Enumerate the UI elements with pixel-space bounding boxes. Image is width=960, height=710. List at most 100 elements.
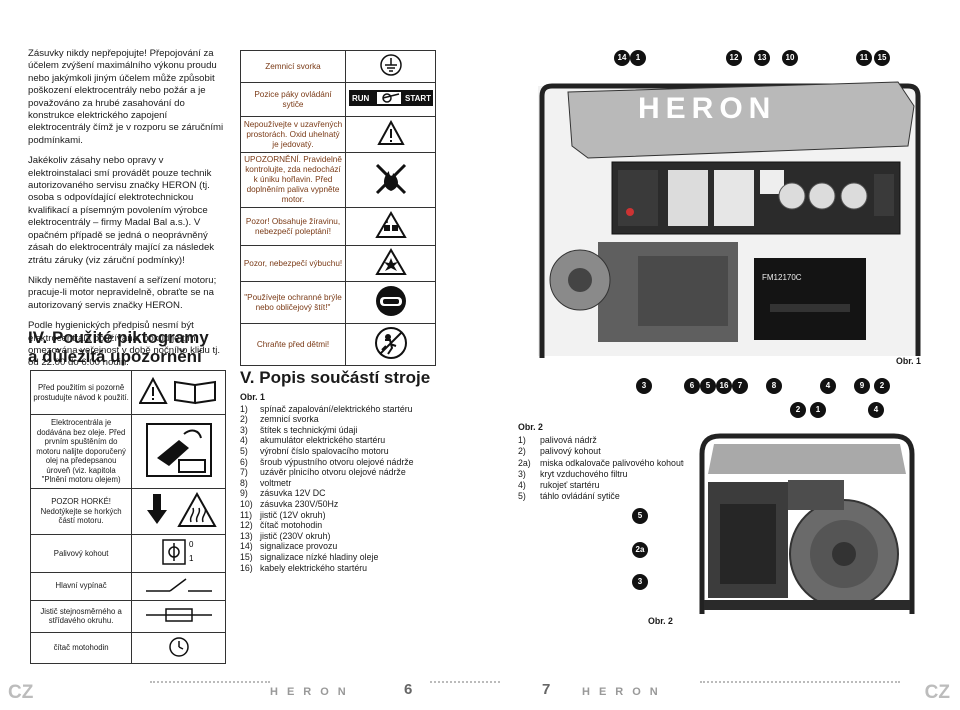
list-item: 12) čítač motohodin [240, 520, 490, 531]
list-item: 10) zásuvka 230V/50Hz [240, 499, 490, 510]
list-item-text: táhlo ovládání sytiče [540, 491, 620, 502]
list-item-text: kabely elektrického startéru [260, 562, 368, 573]
list-item-number: 6) [240, 456, 248, 467]
battery-label: FM12170C [762, 273, 802, 282]
paragraph: Zásuvky nikdy nepřepojujte! Přepojování … [28, 48, 224, 146]
paragraph: Nikdy neměňte nastavení a seřízení motor… [28, 274, 217, 311]
callout-badge: 13 [754, 50, 770, 66]
callout-badge: 4 [868, 402, 884, 418]
list-item: 8)voltmetr [240, 478, 490, 489]
list-item: 4)rukojeť startéru [518, 480, 698, 491]
list-item: 5) táhlo ovládání sytiče [518, 491, 698, 502]
list-item-text: uzávěr plnicího otvoru olejové nádrže [260, 467, 406, 478]
list-item: 6)šroub výpustního otvoru olejové nádrže [240, 457, 490, 468]
callout-badge: 2 [790, 402, 806, 418]
callout-badge: 15 [874, 50, 890, 66]
table-row: Před použitím si pozorně prostudujte náv… [29, 370, 226, 415]
footer-brand-left: HERON [270, 686, 355, 698]
choke-lever-icon: RUN START [345, 82, 436, 117]
table-row: Chraňte před dětmi! [240, 323, 436, 366]
warning-and-book-icon [131, 370, 226, 415]
svg-text:0: 0 [189, 540, 194, 549]
list-item-text: palivová nádrž [540, 435, 597, 446]
section-heading-line-1: IV. Použité piktogramy [28, 328, 209, 347]
list-item-number: 2a) [518, 457, 531, 468]
list-item-text: čítač motohodin [260, 520, 323, 531]
warning-text: Pozor! Obsahuje žíravinu, nebezpečí pole… [240, 207, 346, 246]
list-item: 11)jistič (12V okruh) [240, 510, 490, 521]
list-item-text: výrobní číslo spalovacího motoru [260, 445, 389, 456]
callout-badge: 1 [630, 50, 646, 66]
table-row: "Používejte ochranné brýle nebo obličejo… [240, 281, 436, 324]
list-item-number: 13) [240, 530, 253, 541]
list-item-number: 12) [240, 520, 253, 531]
warning-text: Zemnicí svorka [240, 50, 346, 83]
table-row: Pozor! Obsahuje žíravinu, nebezpečí pole… [240, 207, 436, 246]
explosion-icon [345, 245, 436, 282]
oil-can-icon [131, 414, 226, 489]
list-item-text: palivový kohout [540, 446, 601, 457]
language-code-right: CZ [924, 682, 950, 703]
list-item-text: miska odkalovače palivového kohoutu [540, 457, 689, 468]
table-row: Jistič stejnosměrného a střídavého okruh… [29, 599, 226, 633]
paragraph: Podle hygienických předpisů nesmí být el… [28, 320, 220, 369]
page-number-right: 7 [542, 681, 551, 698]
list-item-number: 3) [518, 468, 526, 479]
pictogram-text: Hlavní vypínač [29, 571, 133, 601]
divider [430, 681, 500, 683]
list-item-number: 2) [518, 446, 526, 457]
list-item-text: jistič (230V okruh) [260, 530, 331, 541]
pictogram-text: čítač motohodin [29, 631, 133, 665]
list-item: 16) kabely elektrického startéru [240, 563, 490, 574]
list-item: 4)akumulátor elektrického startéru [240, 435, 490, 446]
list-item-number: 10) [240, 498, 253, 509]
list-item-number: 9) [240, 488, 248, 499]
list-item-number: 2) [240, 414, 248, 425]
warning-table: Zemnicí svorka Pozice páky ovládání syti… [240, 50, 436, 366]
left-intro-text: Zásuvky nikdy nepřepojujte! Přepojování … [28, 48, 228, 378]
divider [700, 681, 900, 683]
page-number-left: 6 [404, 681, 413, 698]
list-item-text: zásuvka 12V DC [260, 488, 326, 499]
list-item-number: 4) [518, 480, 526, 491]
hour-meter-icon [131, 631, 226, 665]
list-item: 2) palivový kohout [518, 446, 698, 457]
figure-caption-obr2: Obr. 2 [648, 616, 673, 626]
list-item: 7)uzávěr plnicího otvoru olejové nádrže [240, 467, 490, 478]
list-item: 3)kryt vzduchového filtru [518, 469, 698, 480]
footer-brand-right: HERON [582, 686, 667, 698]
pictogram-text: POZOR HORKÉ! Nedotýkejte se horkých část… [29, 488, 133, 535]
callout-badge: 10 [782, 50, 798, 66]
list-item-number: 1) [240, 403, 248, 414]
table-row: Nepoužívejte v uzavřených prostorách. Ox… [240, 116, 436, 153]
table-row: Hlavní vypínač [29, 571, 226, 601]
list-item: 13) jistič (230V okruh) [240, 531, 490, 542]
pictogram-text: Elektrocentrála je dodávána bez oleje. P… [29, 414, 133, 489]
list-item-number: 3) [240, 424, 248, 435]
list-item-text: voltmetr [260, 477, 292, 488]
circuit-breaker-icon [131, 599, 226, 633]
callout-badge: 6 [684, 378, 700, 394]
list-item-number: 14) [240, 541, 253, 552]
list-item: 2)zemnicí svorka [240, 414, 490, 425]
callout-badge: 5 [632, 508, 648, 524]
list-item-text: zásuvka 230V/50Hz [260, 498, 339, 509]
callout-badge: 3 [632, 574, 648, 590]
callout-badge: 4 [820, 378, 836, 394]
warning-text: Pozice páky ovládání sytiče [240, 82, 346, 117]
list-item-text: signalizace provozu [260, 541, 338, 552]
callout-badge: 5 [700, 378, 716, 394]
pictogram-text: Palivový kohout [29, 534, 133, 573]
table-row: čítač motohodin [29, 631, 226, 665]
list-item-text: akumulátor elektrického startéru [260, 435, 386, 446]
list-item-number: 5) [240, 445, 248, 456]
callout-badge: 16 [716, 378, 732, 394]
callout-badge: 7 [732, 378, 748, 394]
warning-text: Chraňte před dětmi! [240, 323, 346, 366]
list-item-text: signalizace nízké hladiny oleje [260, 551, 379, 562]
list-item-text: jistič (12V okruh) [260, 509, 326, 520]
list-item-number: 16) [240, 562, 253, 573]
paragraph: Jakékoliv zásahy nebo opravy v elektroin… [28, 155, 215, 266]
list-item-number: 1) [518, 435, 526, 446]
list-item-number: 5) [518, 491, 526, 502]
